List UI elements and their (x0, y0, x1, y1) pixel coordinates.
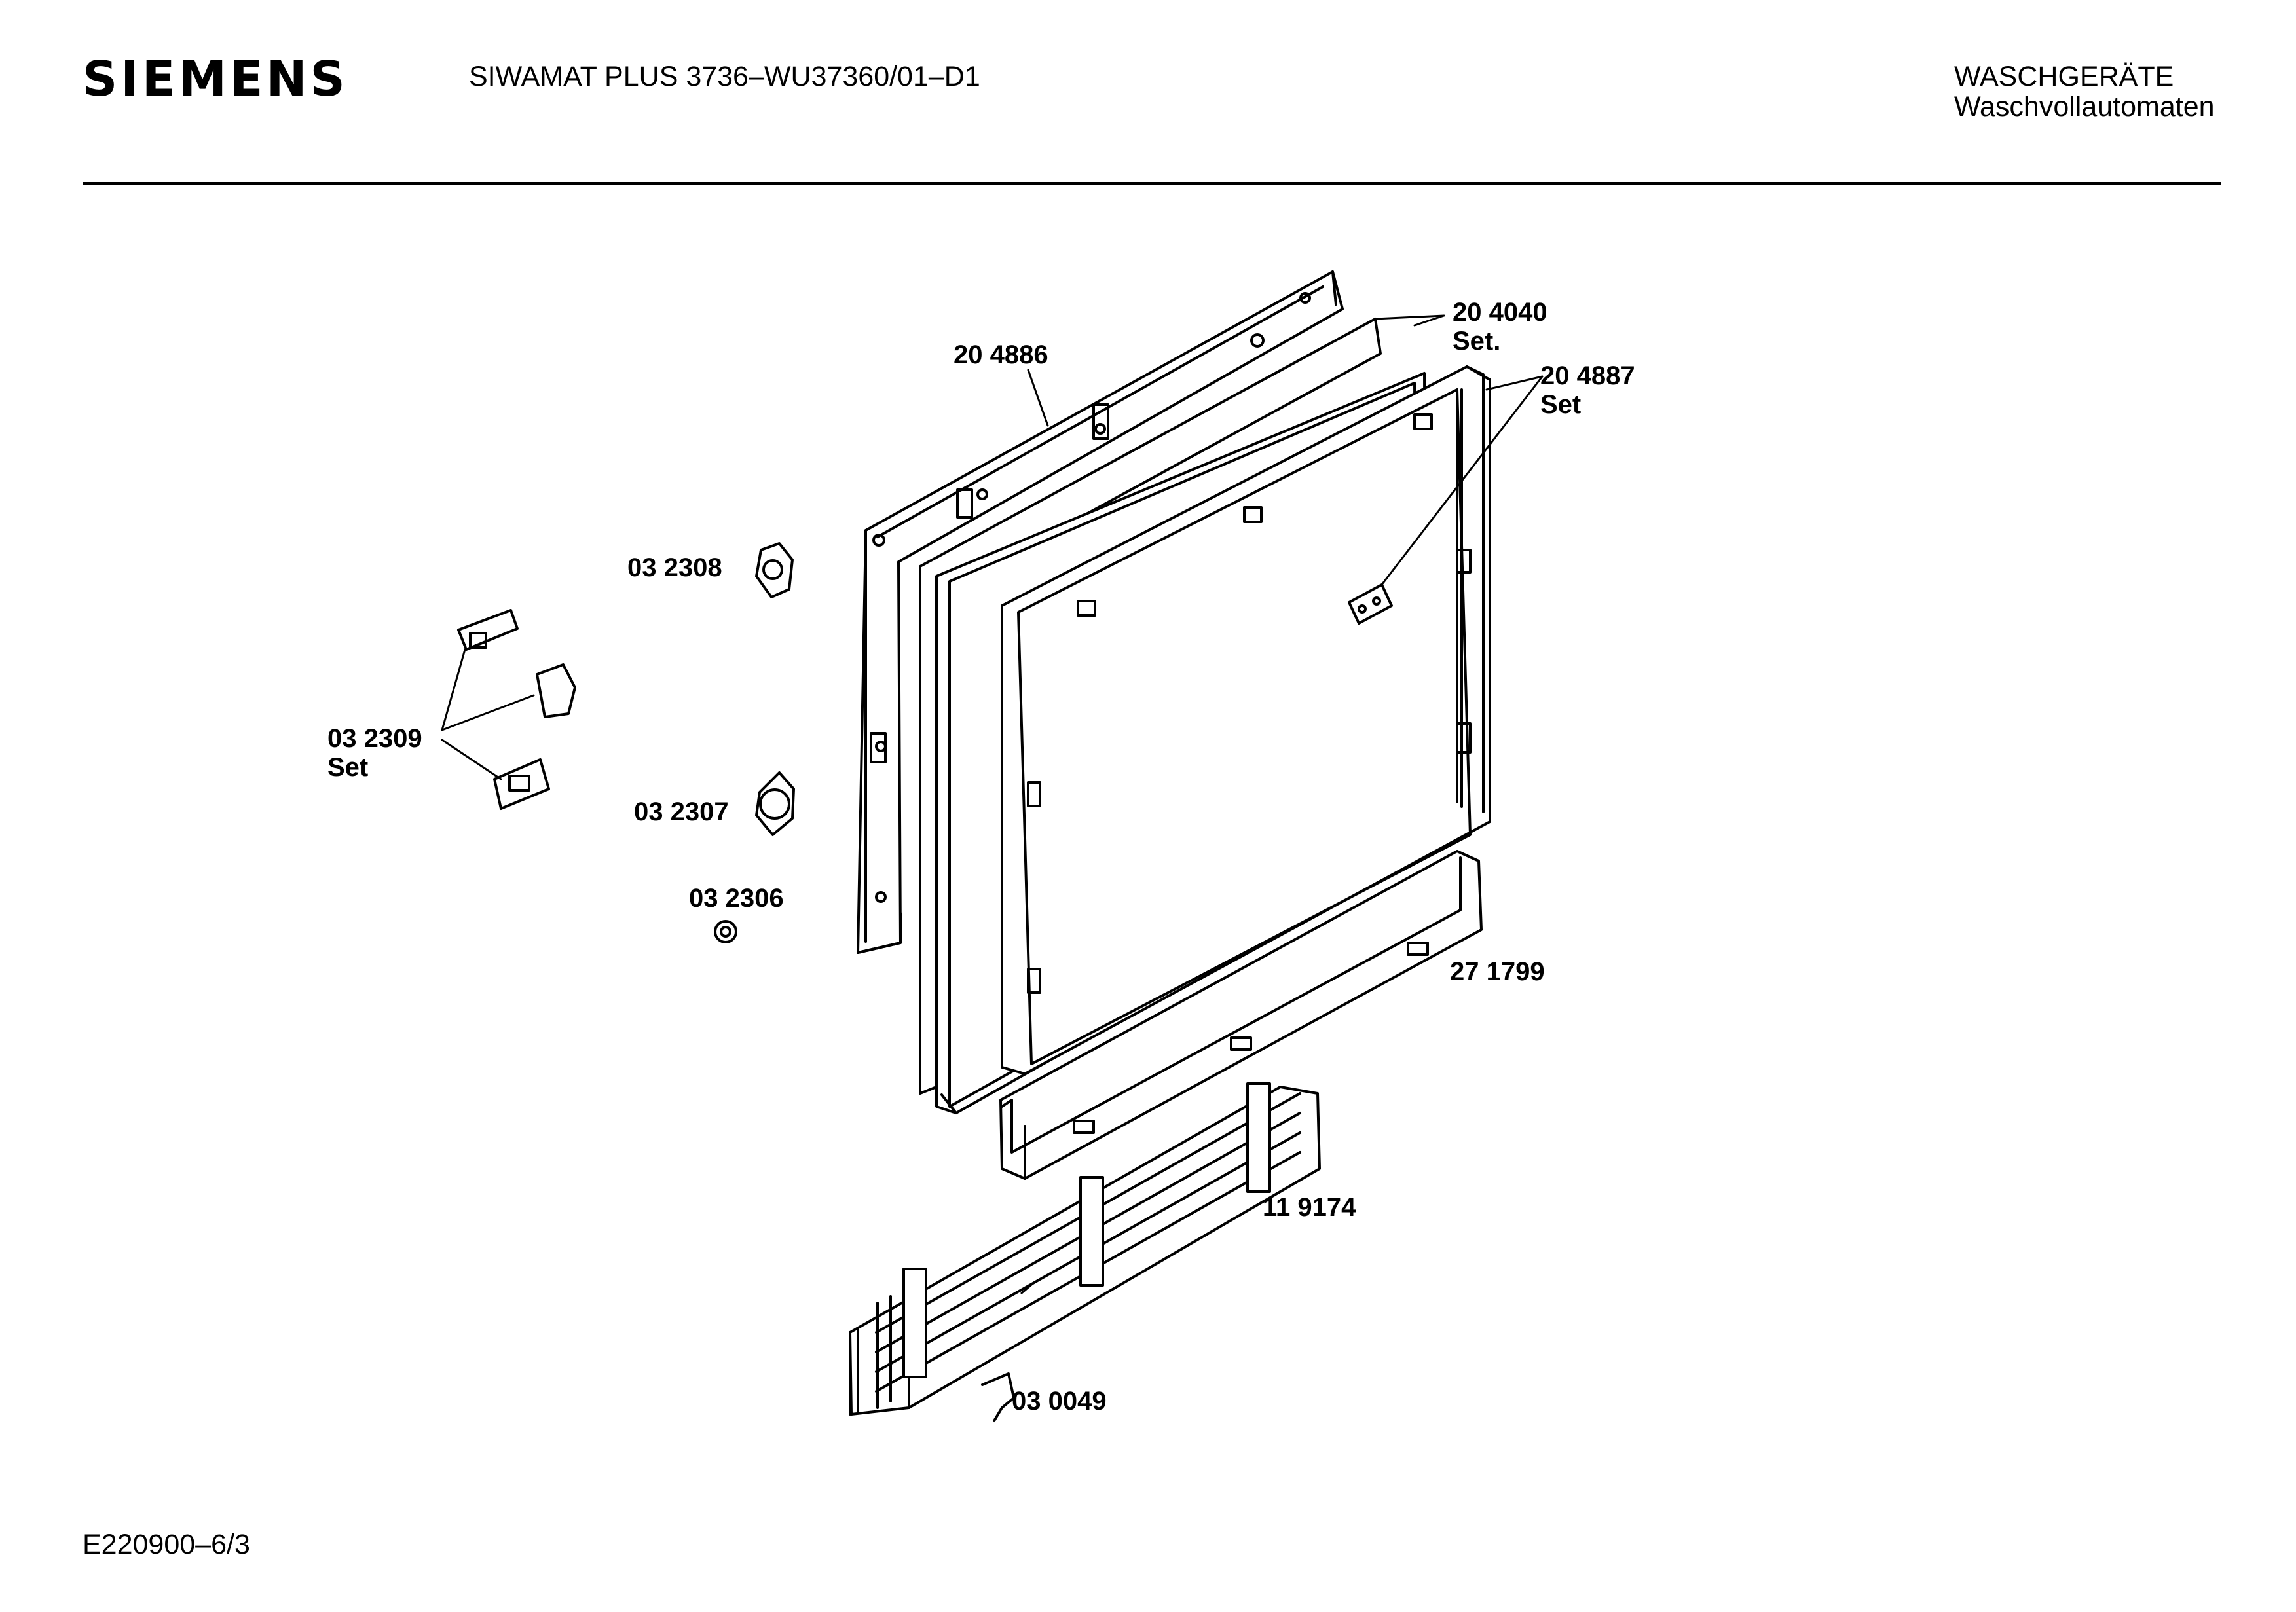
hinge-upper-part (755, 542, 794, 598)
label-switch-set-note: Set (327, 753, 369, 782)
label-knob: 03 2306 (689, 884, 784, 913)
header-divider (83, 182, 2221, 185)
label-switch-set: 03 2309 Set (327, 724, 422, 782)
bottom-channel-part (999, 850, 1483, 1180)
label-trim-set-note: Set (1540, 390, 1582, 419)
knob-part (714, 920, 737, 943)
category-line-1: WASCHGERÄTE (1954, 61, 2174, 92)
inner-trim-part (1001, 365, 1491, 1075)
siemens-logo: SIEMENS (83, 51, 348, 107)
label-glass-set-number: 20 4040 (1453, 298, 1547, 327)
leader-lines (441, 314, 1544, 1294)
label-clip: 03 0049 (1012, 1387, 1107, 1416)
model-title: SIWAMAT PLUS 3736–WU37360/01–D1 (469, 61, 980, 92)
label-hinge-upper: 03 2308 (627, 553, 722, 582)
label-plinth-grille: 11 9174 (1263, 1193, 1356, 1222)
clip-part (981, 1372, 1015, 1422)
label-glass-set-note: Set. (1453, 327, 1501, 356)
plinth-grille-part (849, 1082, 1321, 1416)
switch-set-part (457, 609, 576, 810)
category-block: WASCHGERÄTE Waschvollautomaten (1954, 62, 2215, 122)
label-trim-set: 20 4887 Set (1540, 361, 1635, 419)
document-code: E220900–6/3 (83, 1529, 250, 1560)
label-glass-set: 20 4040 Set. (1453, 298, 1547, 356)
door-frame-part (857, 270, 1344, 954)
label-hinge-lower: 03 2307 (634, 797, 729, 826)
label-trim-set-number: 20 4887 (1540, 361, 1635, 390)
label-switch-set-number: 03 2309 (327, 724, 422, 753)
label-bottom-channel: 27 1799 (1450, 957, 1545, 986)
hinge-lower-part (755, 771, 795, 836)
category-line-2: Waschvollautomaten (1954, 91, 2215, 122)
label-door-frame: 20 4886 (954, 340, 1048, 369)
